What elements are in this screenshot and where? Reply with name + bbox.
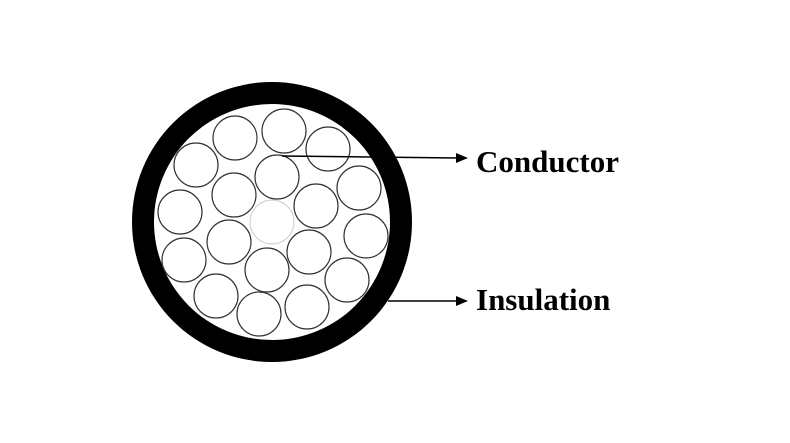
conductor-strand: [293, 183, 339, 229]
insulation-label: Insulation: [476, 282, 611, 317]
insulation-leader-arrow: [388, 296, 468, 306]
conductor-strand: [336, 165, 382, 211]
conductor-strand: [173, 142, 219, 188]
conductor-strand: [206, 219, 252, 265]
conductor-strand: [343, 213, 389, 259]
conductor-strand: [305, 126, 351, 172]
conductor-leader-line: [281, 155, 459, 159]
conductor-label: Conductor: [476, 144, 619, 179]
insulation-arrowhead: [456, 296, 468, 306]
conductor-strand: [161, 237, 207, 283]
conductor-strand: [244, 247, 290, 293]
conductor-strand: [236, 291, 282, 337]
conductor-strand: [212, 115, 258, 161]
conductor-strands: [157, 108, 389, 337]
conductor-strand: [284, 284, 330, 330]
conductor-strand: [254, 154, 300, 200]
conductor-arrowhead: [456, 153, 468, 163]
conductor-strand: [193, 273, 239, 319]
conductor-leader-arrow: [281, 153, 468, 163]
conductor-strand: [157, 189, 203, 235]
conductor-strand: [324, 257, 370, 303]
center-strand: [249, 199, 295, 245]
conductor-strand: [261, 108, 307, 154]
conductor-strand: [286, 229, 332, 275]
conductor-strand: [211, 172, 257, 218]
